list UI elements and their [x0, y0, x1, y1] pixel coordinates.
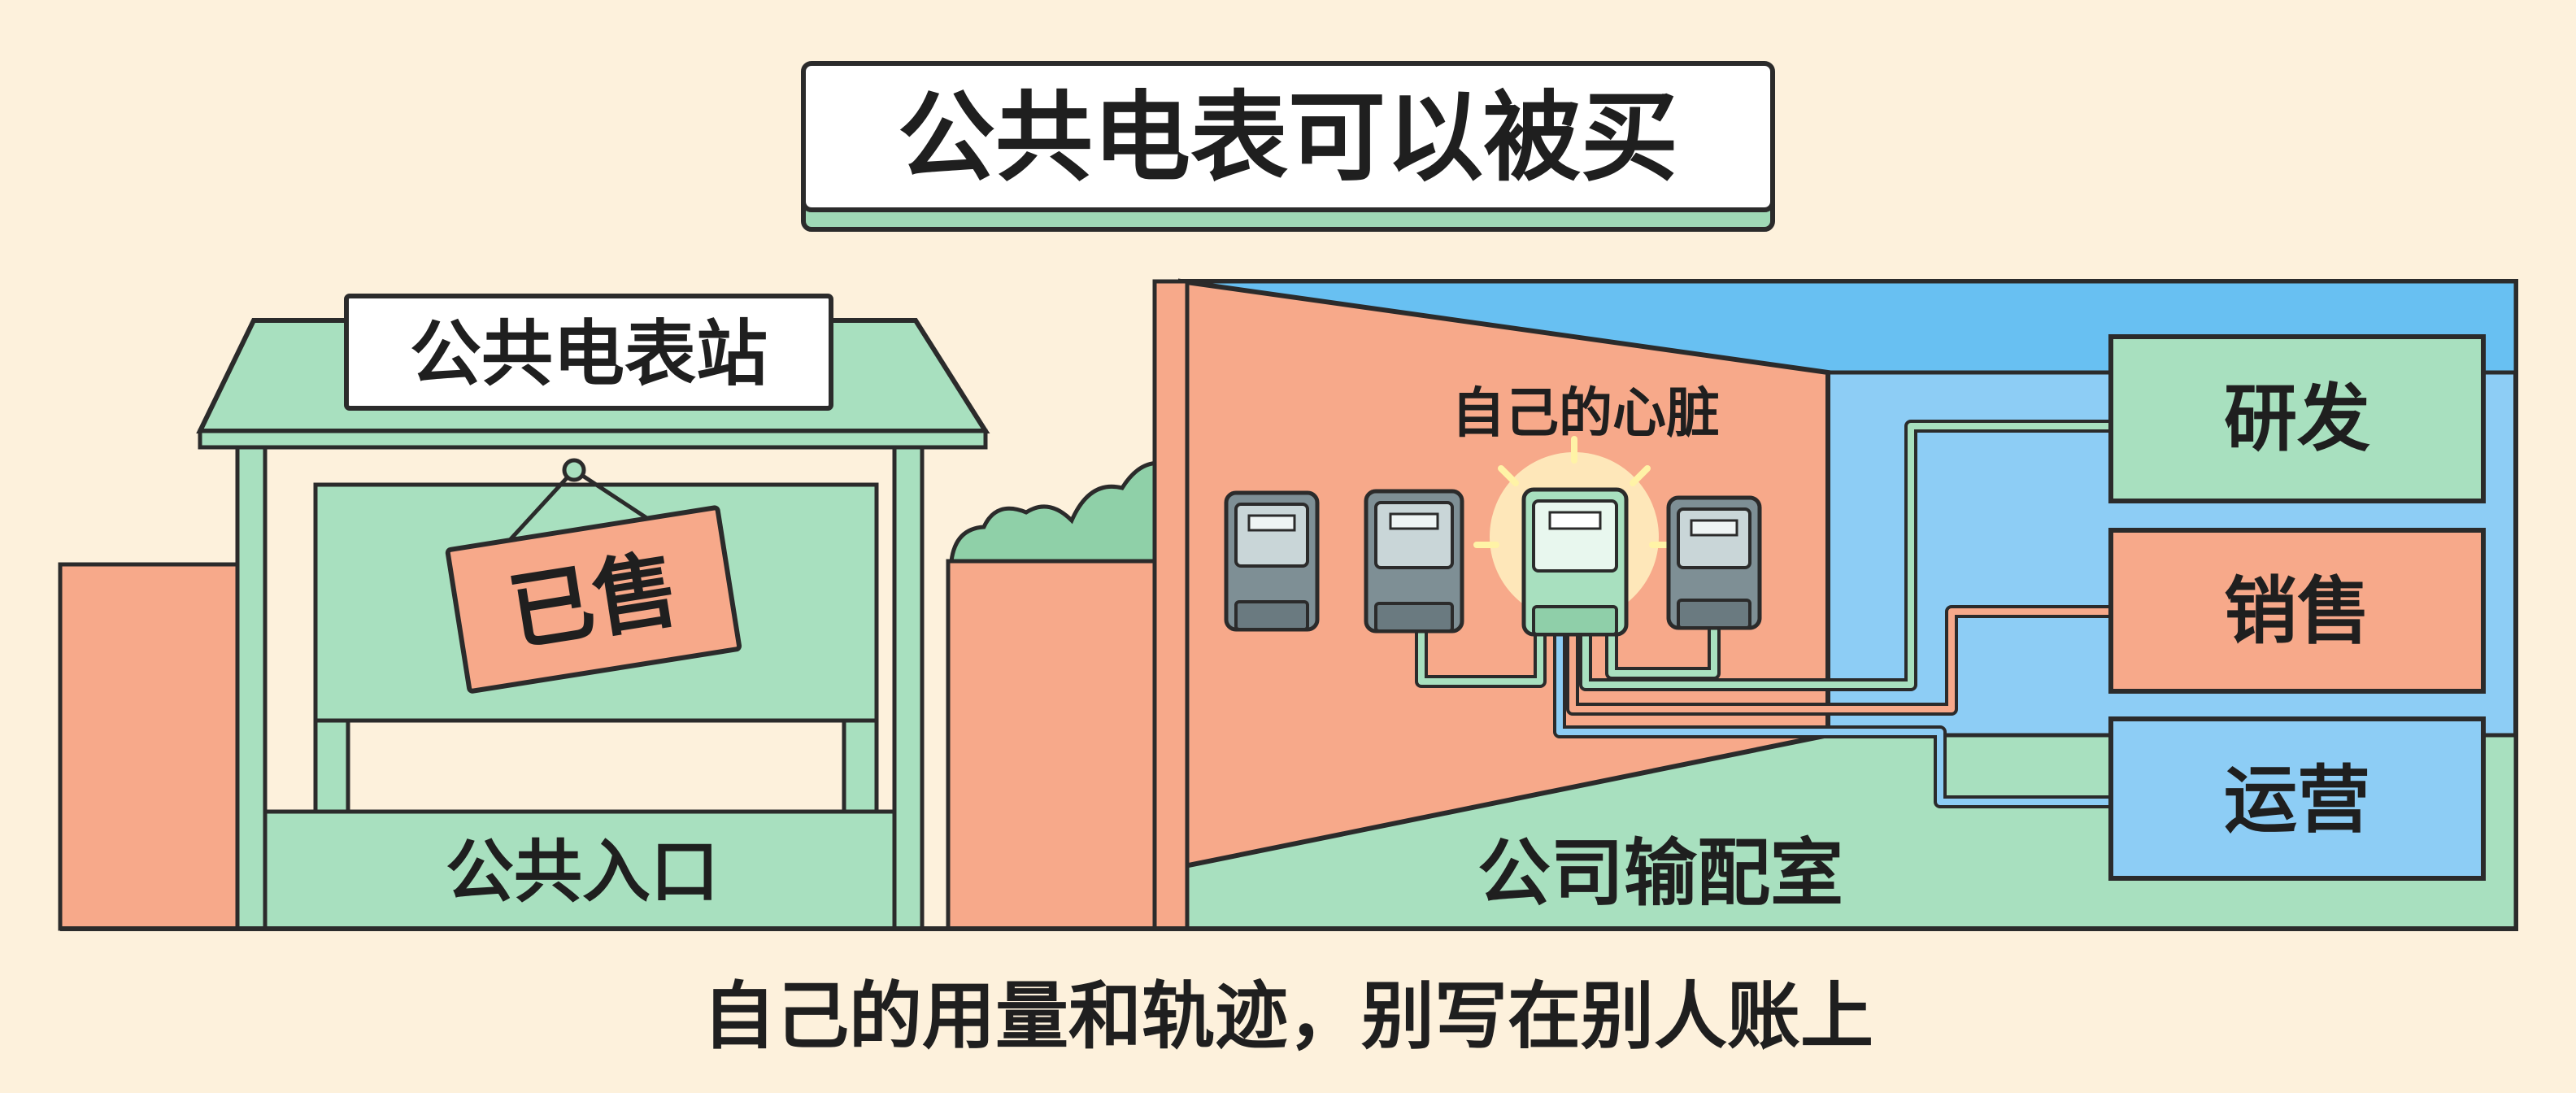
heart-label: 自己的心脏 [1451, 382, 1720, 445]
kiosk-post-right [892, 445, 925, 931]
left-wall [58, 562, 263, 931]
department-sales: 销售 [2108, 528, 2486, 694]
company-power-room: 公司输配室 自己的心脏 [1152, 278, 2518, 931]
kiosk-post-left [235, 445, 268, 931]
room-label: 公司输配室 [1477, 831, 1843, 917]
department-ops-label: 运营 [2224, 758, 2370, 843]
power-wires [1415, 420, 2114, 808]
department-rd: 研发 [2108, 334, 2486, 503]
sold-sign: 已售 [445, 458, 742, 694]
middle-wall [946, 559, 1175, 931]
department-sales-label: 销售 [2224, 569, 2370, 655]
electric-meter-icon [1521, 487, 1629, 637]
bush-icon [949, 460, 1173, 564]
page-title: 公共电表可以被买 [898, 82, 1678, 195]
station-sign: 公共电表站 [410, 312, 768, 396]
department-ops: 运营 [2108, 716, 2486, 881]
public-meter-station: 公共电表站 公共入口 已售 [58, 294, 1175, 931]
electric-meter-icon [1364, 489, 1464, 634]
caption: 自己的用量和轨迹，别写在别人账上 [703, 974, 1873, 1060]
department-rd-label: 研发 [2224, 377, 2370, 462]
title-banner: 公共电表可以被买 [801, 61, 1775, 232]
entrance-label: 公共入口 [446, 832, 719, 912]
electric-meter-icon [1224, 490, 1320, 632]
electric-meter-icon [1666, 495, 1762, 630]
station-sign-board [344, 294, 833, 411]
